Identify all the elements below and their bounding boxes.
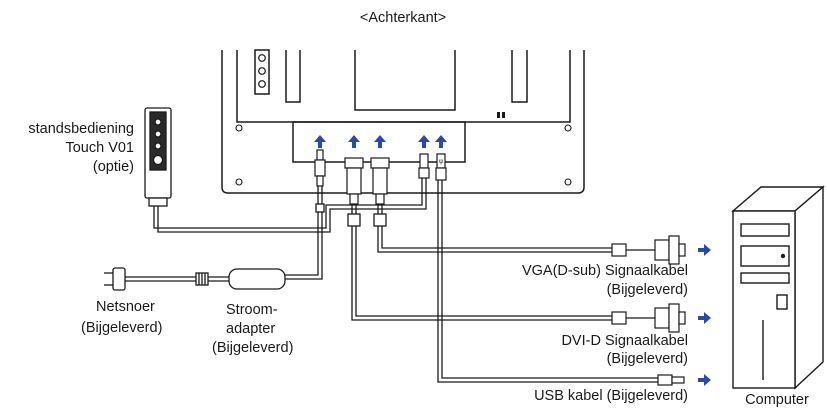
diagram-title: <Achterkant>	[360, 10, 446, 26]
power-plug-icon	[104, 267, 126, 291]
dvi-label-line1: DVI-D Signaalkabel	[561, 333, 688, 349]
monitor-side-buttons	[258, 54, 266, 88]
computer-arrows	[698, 244, 711, 386]
cables	[153, 178, 658, 383]
monitor-back	[221, 49, 585, 194]
usb-symbol-icon: ψ	[439, 159, 443, 165]
lock-icons	[497, 112, 505, 118]
touch-remote	[144, 107, 172, 207]
end-connectors	[611, 235, 686, 386]
remote-label-line2: Touch V01	[65, 140, 134, 156]
power-adapter	[125, 268, 286, 290]
vga-label-line2: (Bijgeleverd)	[607, 282, 688, 298]
vga-label-line1: VGA(D-sub) Signaalkabel	[522, 263, 688, 279]
computer-label: Computer	[745, 392, 809, 408]
remote-label-line3: (optie)	[93, 159, 134, 175]
netsnoer-label-line1: Netsnoer	[96, 299, 155, 315]
remote-label-line1: standsbediening	[28, 121, 134, 137]
usb-label: USB kabel (Bijgeleverd)	[534, 388, 688, 404]
adapter-label-line1: Stroom-	[226, 302, 278, 318]
connector-arrows	[314, 135, 447, 148]
computer-tower	[731, 185, 825, 390]
labels: standsbediening Touch V01 (optie) Netsno…	[28, 121, 809, 408]
dvi-label-line2: (Bijgeleverd)	[607, 351, 688, 367]
adapter-label-line3: (Bijgeleverd)	[212, 340, 293, 356]
netsnoer-label-line2: (Bijgeleverd)	[81, 320, 162, 336]
adapter-label-line2: adapter	[226, 321, 275, 337]
cable-plugs	[314, 149, 447, 205]
screw-holes	[235, 124, 572, 186]
